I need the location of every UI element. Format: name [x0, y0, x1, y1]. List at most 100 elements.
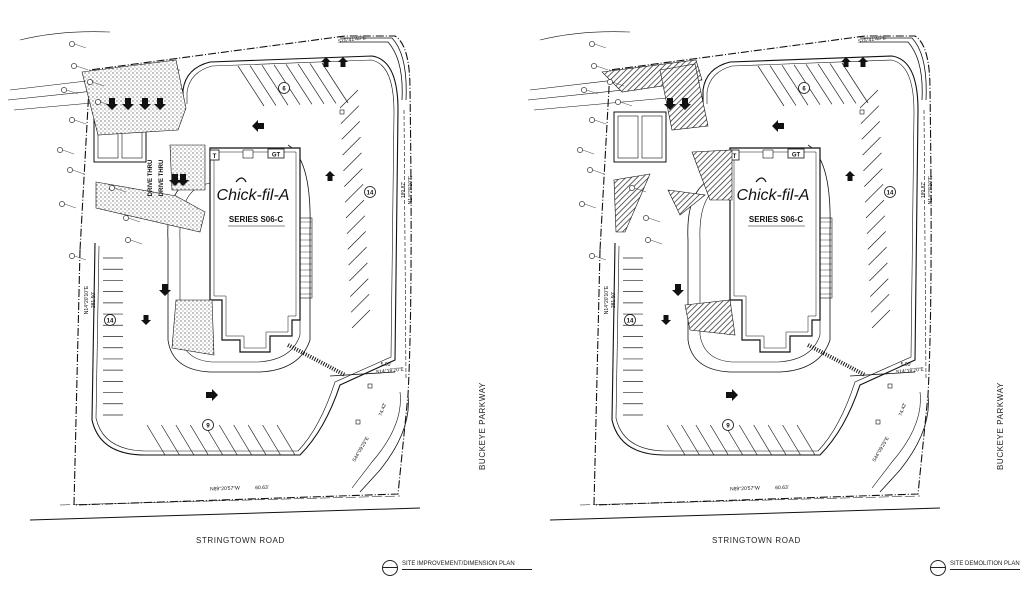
parking-stall-line: [339, 89, 359, 109]
dimension-label: 74.42': [898, 402, 908, 417]
callout-leader: [76, 65, 89, 71]
dimension-label: 281.50': [91, 292, 97, 308]
bearing-label: S75°41'45"E: [338, 35, 367, 45]
drive-lane-line: [340, 37, 407, 101]
parking-stall-line: [805, 64, 833, 105]
traffic-arrow-icon: [154, 98, 166, 110]
sign-marker: [339, 109, 345, 115]
parking-count-bubble: [798, 82, 810, 94]
traffic-arrow-icon: [169, 174, 181, 186]
bearing-label: N14°20'10"E: [604, 285, 610, 314]
parking-stall-line: [769, 65, 797, 106]
building-footprint: [729, 147, 821, 353]
parking-stall-line: [738, 424, 758, 456]
callout-leader: [620, 101, 633, 107]
traffic-arrow-icon: [321, 57, 331, 67]
parking-stall-line: [863, 152, 882, 172]
building-room-gt: [267, 148, 285, 159]
parking-stall-line: [276, 424, 296, 456]
dimension-label: 74.42': [378, 402, 388, 417]
callout-bubble: [61, 87, 67, 93]
parking-count-text: 14: [107, 319, 114, 325]
traffic-arrow-icon: [841, 57, 851, 67]
t-label: T: [733, 154, 737, 160]
bearing-label: S44°09'25"E: [872, 435, 892, 463]
parking-count-text: 9: [206, 424, 210, 430]
building-room: [242, 149, 254, 159]
parking-stall-line: [309, 63, 337, 104]
parking-count-text: 14: [367, 191, 374, 197]
parking-stall-line: [341, 121, 360, 140]
parking-count-text: 14: [887, 191, 894, 197]
drive-thru-label: DRIVE THRU: [159, 160, 165, 197]
parking-stall-line: [190, 424, 209, 456]
parking-count-bubble: [278, 82, 290, 94]
dumpster-enclosure: [613, 111, 667, 163]
road-curve: [359, 394, 409, 493]
callout-bubble: [87, 79, 93, 85]
parking-stall-line: [342, 136, 361, 156]
callout-leader: [584, 203, 597, 209]
traffic-arrow-icon: [726, 389, 738, 401]
title-block-right: SITE DEMOLITION PLAN: [930, 560, 1024, 578]
t-label: T: [213, 154, 217, 160]
traffic-arrow-icon: [141, 315, 151, 325]
callout-bubble: [629, 185, 635, 191]
callout-leader: [64, 203, 77, 209]
callout-leader: [594, 119, 607, 125]
plan-title-left: SITE IMPROVEMENT/DIMENSION PLAN: [402, 561, 515, 567]
parking-stall-line: [866, 215, 886, 234]
parking-count-bubble: [202, 419, 214, 431]
traffic-arrow-icon: [845, 171, 855, 181]
parking-stall-line: [348, 246, 367, 266]
brand-logo-icon: [755, 177, 767, 183]
drive-thru-lane: [687, 144, 831, 373]
callout-bubble: [95, 99, 101, 105]
parking-stall-line: [247, 424, 267, 456]
parking-stall-line: [343, 152, 362, 172]
title-underline: [402, 569, 532, 570]
traffic-arrow-icon: [139, 98, 151, 110]
callout-bubble: [645, 237, 651, 243]
traffic-arrow-icon: [177, 174, 189, 186]
callout-bubble: [581, 87, 587, 93]
drive-thru-lane: [179, 182, 301, 363]
callout-bubble: [59, 201, 65, 207]
parking-stall-line: [695, 424, 715, 456]
callout-bubble: [123, 215, 129, 221]
title-block-left: SITE IMPROVEMENT/DIMENSION PLAN: [382, 560, 542, 578]
traffic-arrow-icon: [672, 284, 684, 296]
parking-stall-line: [864, 168, 883, 187]
bearing-label: N14°20'10"E: [408, 175, 414, 204]
traffic-arrow-icon: [325, 171, 335, 181]
walk-line: [849, 371, 916, 377]
drive-lane-line: [860, 41, 923, 101]
parking-stall-line: [347, 231, 366, 250]
parking-stall-line: [860, 105, 880, 124]
parking-stall-line: [175, 424, 195, 456]
north-arrow-icon: [930, 560, 946, 576]
drive-centerline: [923, 109, 927, 381]
drive-thru-lane: [699, 182, 821, 363]
bearing-label: N14°20'10"E: [928, 175, 934, 204]
road-label-bottom-right: STRINGTOWN ROAD: [712, 536, 801, 545]
road-curve: [351, 391, 401, 489]
building-series-label: SERIES S06-C: [749, 215, 803, 224]
building-room: [762, 149, 774, 159]
crosswalk: [287, 343, 346, 377]
traffic-arrow-icon: [106, 98, 118, 110]
drive-thru-label: DRIVE THRU: [148, 160, 154, 197]
parking-stall-line: [870, 278, 889, 297]
parking-stall-line: [796, 424, 816, 456]
building-series-label: SERIES S06-C: [229, 215, 283, 224]
parking-stall-line: [864, 184, 884, 203]
demolition-area-hatch: [684, 299, 736, 336]
parking-stall-line: [249, 65, 277, 106]
dimension-label: 189.87': [401, 182, 407, 198]
callout-leader: [74, 43, 87, 49]
sign-marker: [875, 419, 881, 425]
callout-bubble: [69, 41, 75, 47]
parking-stall-line: [710, 424, 729, 456]
parking-stall-line: [870, 294, 890, 313]
